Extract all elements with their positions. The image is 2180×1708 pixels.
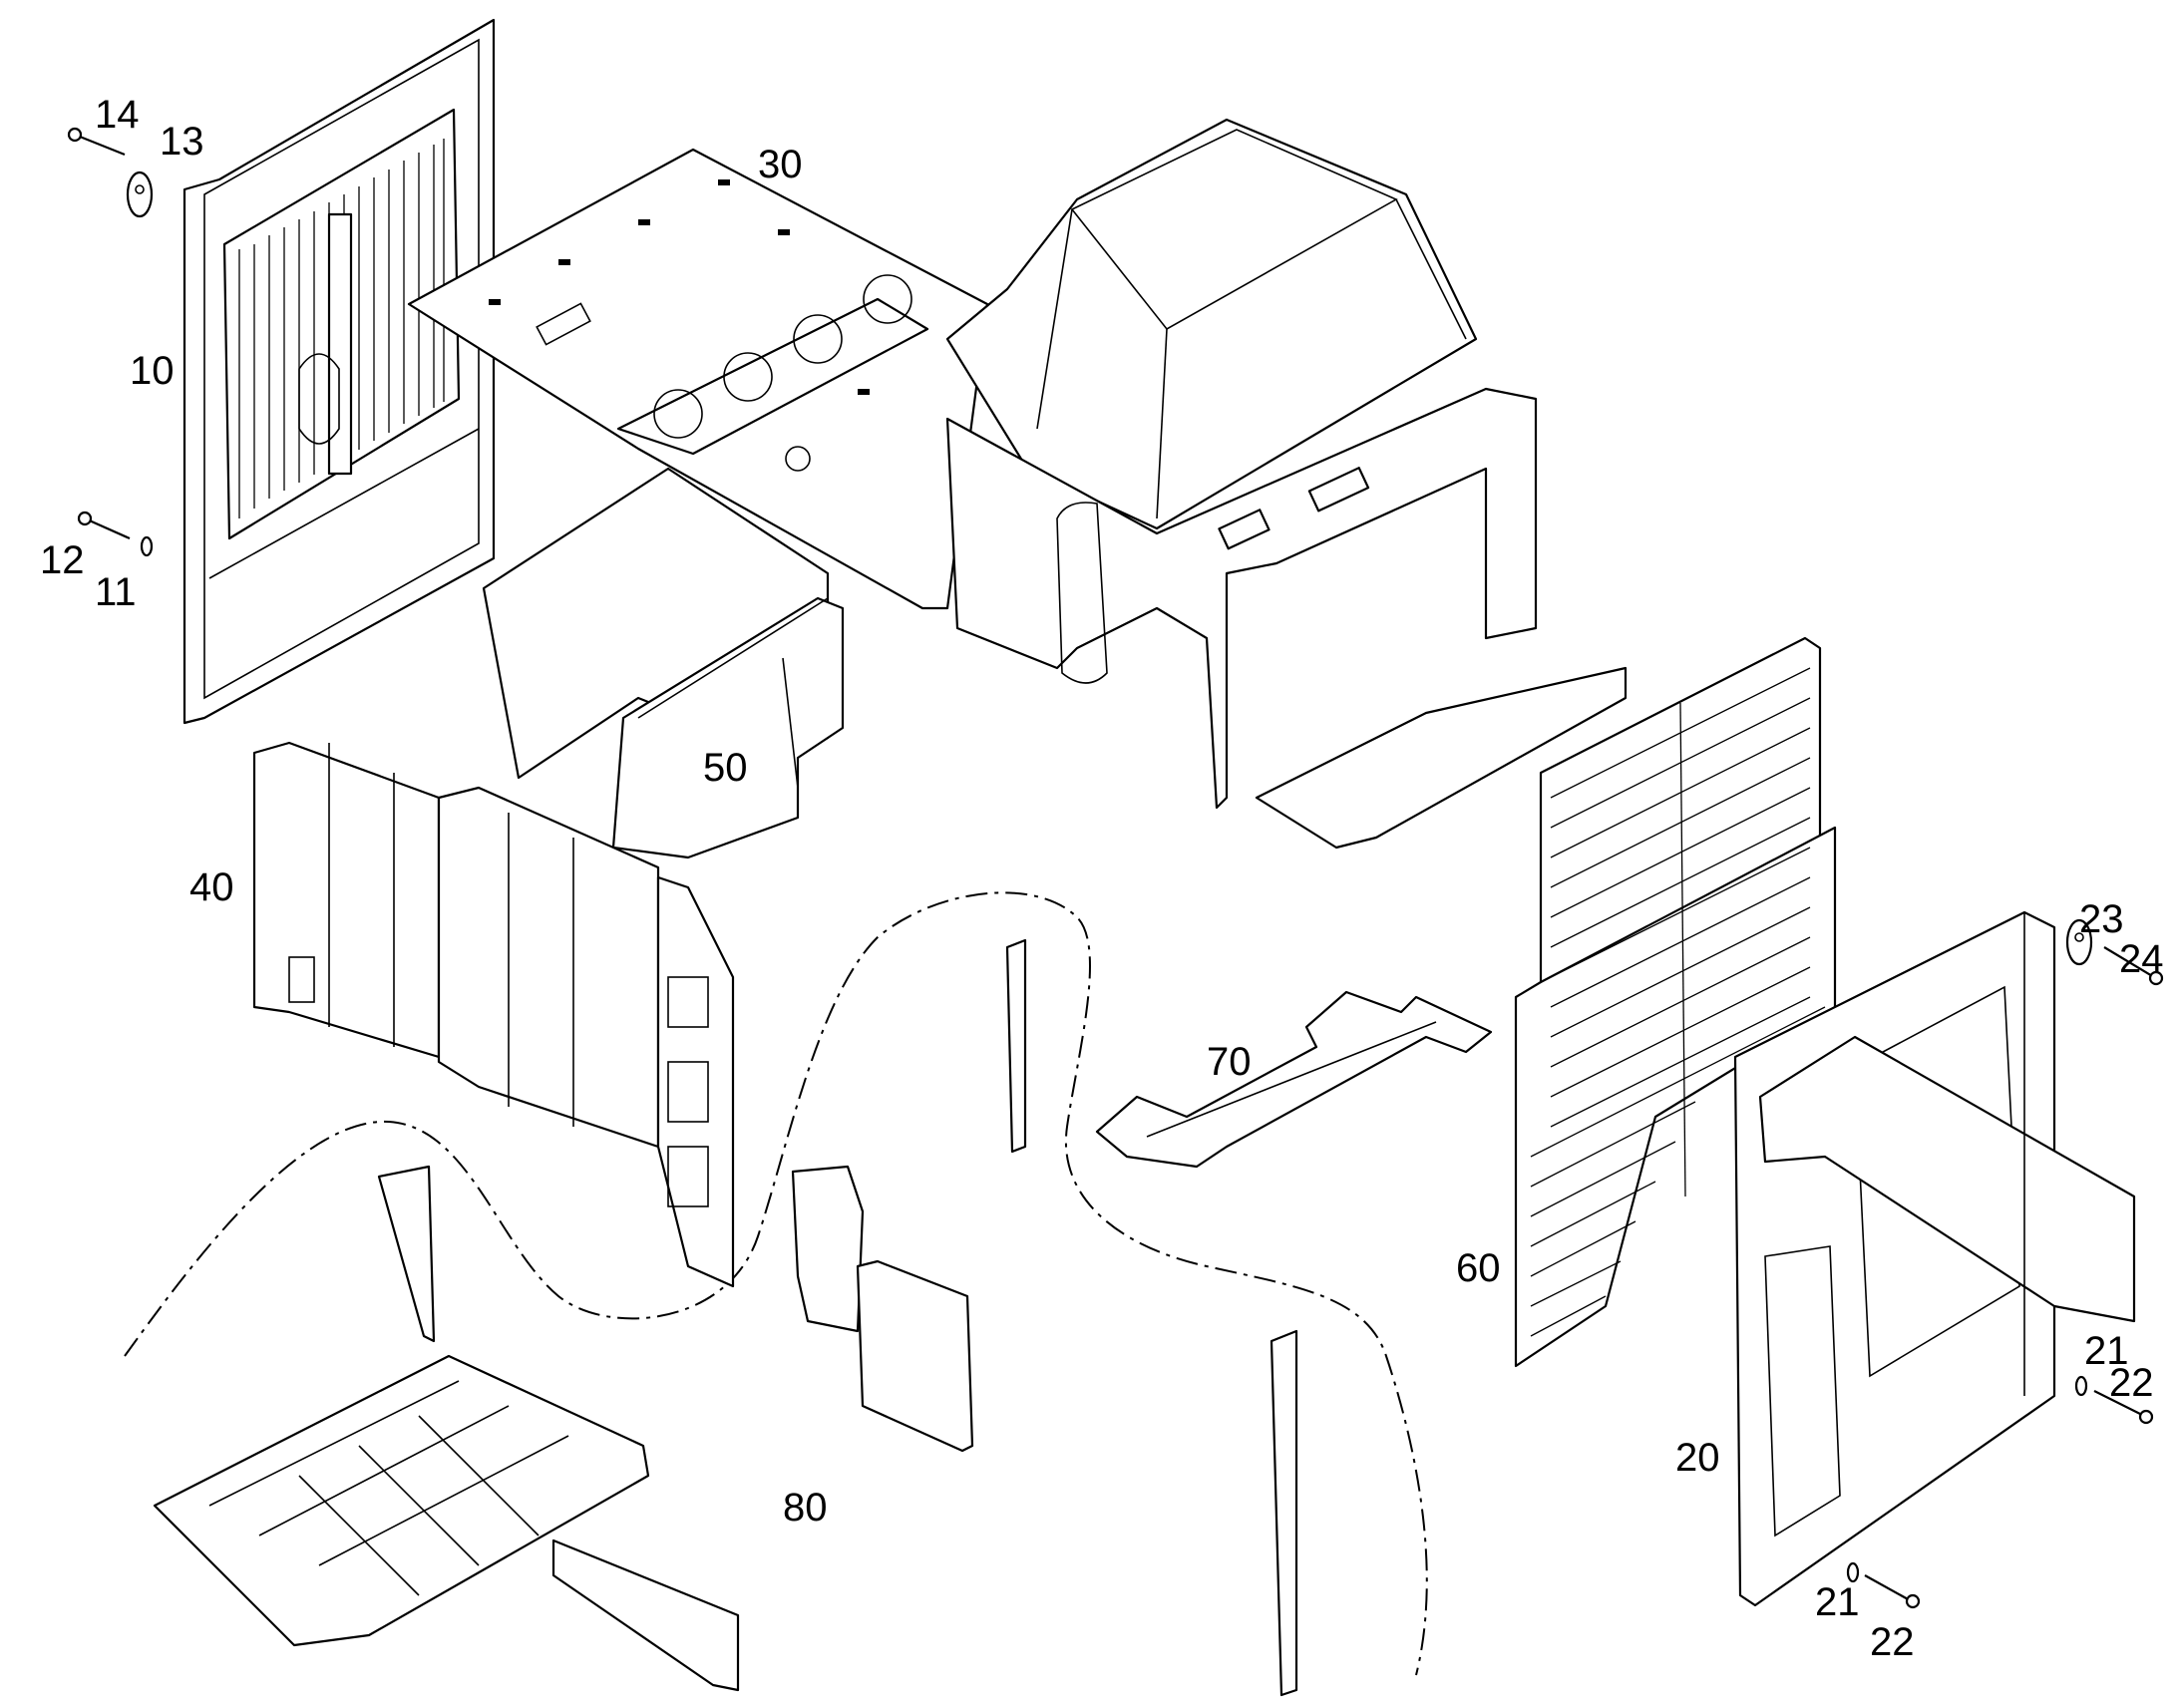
- part-24-bolt[interactable]: [2103, 946, 2164, 986]
- callout-80: 80: [783, 1486, 828, 1530]
- callout-50: 50: [703, 746, 748, 790]
- callout-22-lower: 22: [1870, 1620, 1915, 1664]
- part-30-upper-plate[interactable]: [407, 148, 989, 610]
- part-22-bolt-upper[interactable]: [2093, 1390, 2154, 1425]
- callout-11: 11: [95, 570, 137, 614]
- callout-23: 23: [2079, 897, 2124, 941]
- callout-10: 10: [130, 349, 175, 393]
- part-21-washer-lower[interactable]: [1846, 1561, 1860, 1583]
- callout-13: 13: [160, 120, 204, 164]
- callout-70: 70: [1207, 1040, 1252, 1084]
- part-40-side-panel[interactable]: [252, 741, 735, 1288]
- part-12-bolt[interactable]: [77, 511, 131, 540]
- part-10-left-door[interactable]: [182, 18, 496, 725]
- part-80-lower-assembly[interactable]: [153, 938, 1298, 1697]
- dashed-boundary-line: [124, 891, 1428, 1676]
- part-20-right-door[interactable]: [1733, 910, 2136, 1607]
- callout-12: 12: [40, 538, 85, 582]
- callout-21-upper: 21: [2084, 1329, 2129, 1373]
- part-50-mid-panels[interactable]: [482, 467, 845, 859]
- callout-14: 14: [95, 93, 140, 137]
- part-70-bracket[interactable]: [1095, 990, 1493, 1169]
- part-60-radiator-grille[interactable]: [1514, 636, 1837, 1368]
- callout-60: 60: [1456, 1246, 1501, 1290]
- callout-20: 20: [1675, 1436, 1720, 1480]
- center-cab-housing[interactable]: [945, 118, 1628, 850]
- part-21-washer-upper[interactable]: [2074, 1375, 2088, 1397]
- part-23-hinge-plate[interactable]: [2065, 918, 2093, 966]
- part-14-bolt[interactable]: [67, 127, 126, 157]
- part-22-bolt-lower[interactable]: [1864, 1574, 1921, 1609]
- callout-21-lower: 21: [1815, 1580, 1860, 1624]
- callout-22-upper: 22: [2109, 1361, 2154, 1405]
- callout-30: 30: [758, 143, 803, 186]
- callout-40: 40: [189, 865, 234, 909]
- callout-24: 24: [2119, 937, 2164, 981]
- part-13-hinge-plate[interactable]: [126, 171, 154, 218]
- part-11-washer[interactable]: [140, 535, 154, 557]
